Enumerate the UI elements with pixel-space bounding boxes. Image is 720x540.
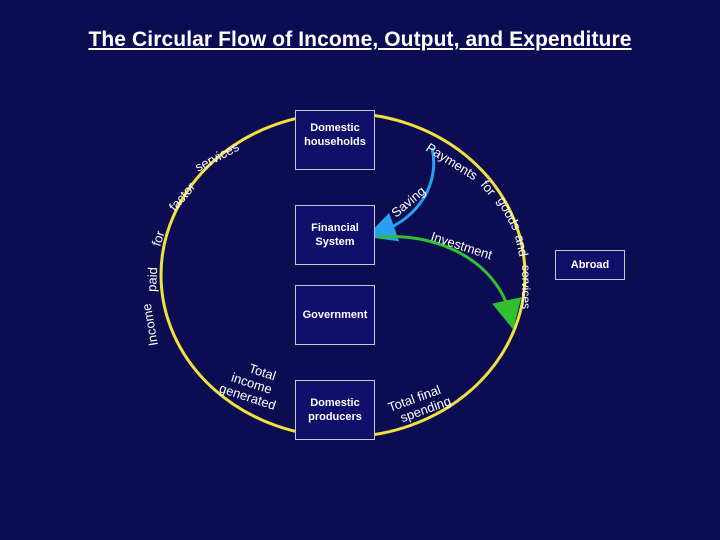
label-for-left: for	[149, 228, 168, 248]
label-goods: goods	[494, 194, 524, 233]
label-investment: Investment	[429, 229, 494, 263]
investment-arrow	[377, 235, 522, 330]
government-box: Government	[295, 285, 375, 345]
label-income: Income	[139, 302, 161, 347]
label-and: and	[512, 234, 531, 258]
page-title: The Circular Flow of Income, Output, and…	[88, 28, 632, 51]
label-services-left: services	[192, 139, 242, 175]
label-total-income: Total income generated	[217, 361, 277, 413]
label-paid: paid	[144, 267, 160, 292]
label-services-right: services	[519, 265, 533, 309]
label-for-right: for	[478, 177, 500, 199]
abroad-box: Abroad	[555, 250, 625, 280]
saving-arrow	[365, 147, 436, 242]
